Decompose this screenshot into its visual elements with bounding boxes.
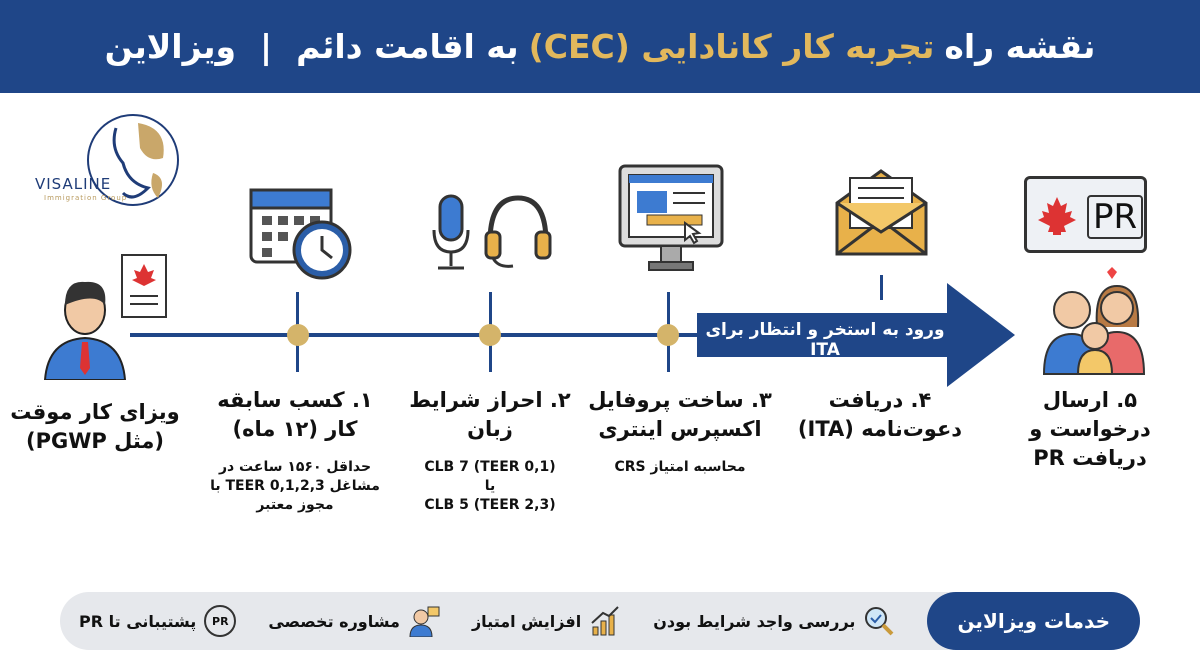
step-2-subtitle: CLB 7 (TEER 0,1) یا CLB 5 (TEER 2,3) — [390, 458, 590, 515]
step-2-title: ۲. احراز شرایط زبان — [409, 388, 571, 441]
title-highlight: تجربه کار کانادایی (CEC) — [528, 27, 935, 66]
timeline-dot — [287, 324, 309, 346]
timeline-line — [130, 333, 710, 337]
pr-support-icon: PR — [204, 605, 237, 637]
step-4-title: ۴. دریافت دعوت‌نامه (ITA) — [797, 388, 963, 441]
service-support: PR پشتیبانی تا PR — [79, 605, 237, 637]
service-label: بررسی واجد شرایط بودن — [653, 611, 856, 631]
service-label: پشتیبانی تا PR — [79, 611, 197, 631]
service-label: مشاوره تخصصی — [268, 611, 400, 631]
step-3-title: ۳. ساخت پروفایل اکسپرس اینتری — [588, 388, 772, 441]
header: نقشه راه تجربه کار کانادایی (CEC) به اقا… — [0, 0, 1200, 93]
pr-card-text: PR — [1087, 195, 1144, 239]
magnifier-check-icon — [865, 607, 894, 636]
step-2-sub-line3: CLB 5 (TEER 2,3) — [424, 497, 556, 513]
visaline-logo-icon — [87, 114, 179, 206]
title-suffix: به اقامت دائم — [296, 27, 519, 66]
growth-chart-icon — [591, 606, 619, 636]
service-label: افزایش امتیاز — [471, 611, 582, 631]
brand-name: ویزالاین — [104, 27, 237, 66]
calendar-clock-icon — [249, 188, 352, 280]
maple-leaf-icon — [1038, 197, 1076, 235]
logo-tagline: Immigration Group — [44, 194, 128, 202]
step-5-title: ۵. ارسال درخواست و دریافت PR — [1029, 388, 1151, 470]
consultant-icon — [409, 606, 440, 637]
service-eligibility: بررسی واجد شرایط بودن — [653, 605, 895, 637]
pr-card-icon: PR — [1024, 176, 1147, 253]
arrow-label: ورود به استخر و انتظار برای ITA — [705, 320, 945, 360]
timeline-dot — [657, 324, 679, 346]
title-separator: | — [260, 27, 273, 66]
service-consultation: مشاوره تخصصی — [268, 605, 440, 637]
step-1-subtitle: حداقل ۱۵۶۰ ساعت در مشاغل TEER 0,1,2,3 با… — [210, 459, 380, 513]
step-0-title: ویزای کار موقت (مثل PGWP) — [10, 400, 180, 453]
envelope-icon — [835, 169, 928, 256]
step-2-sub-line1: CLB 7 (TEER 0,1) — [424, 459, 556, 475]
step-3-subtitle: محاسبه امتیاز CRS — [614, 459, 746, 475]
services-bar: خدمات ویزالاین بررسی واجد شرایط بودن افز… — [60, 592, 1140, 650]
service-score-increase: افزایش امتیاز — [472, 605, 621, 637]
family-icon — [1042, 267, 1146, 375]
services-title: خدمات ویزالاین — [927, 592, 1140, 650]
pool-arrow — [697, 283, 1015, 387]
worker-with-document-icon — [43, 254, 167, 380]
logo-name: VISALINE — [35, 175, 112, 193]
computer-profile-icon — [618, 164, 724, 271]
step-2-sub-line2: یا — [484, 478, 496, 494]
timeline-dot — [479, 324, 501, 346]
microphone-headphones-icon — [432, 194, 552, 270]
title-prefix: نقشه راه — [944, 27, 1096, 66]
step-1-title: ۱. کسب سابقه کار (۱۲ ماه) — [217, 388, 373, 441]
timeline-tick — [880, 275, 883, 300]
